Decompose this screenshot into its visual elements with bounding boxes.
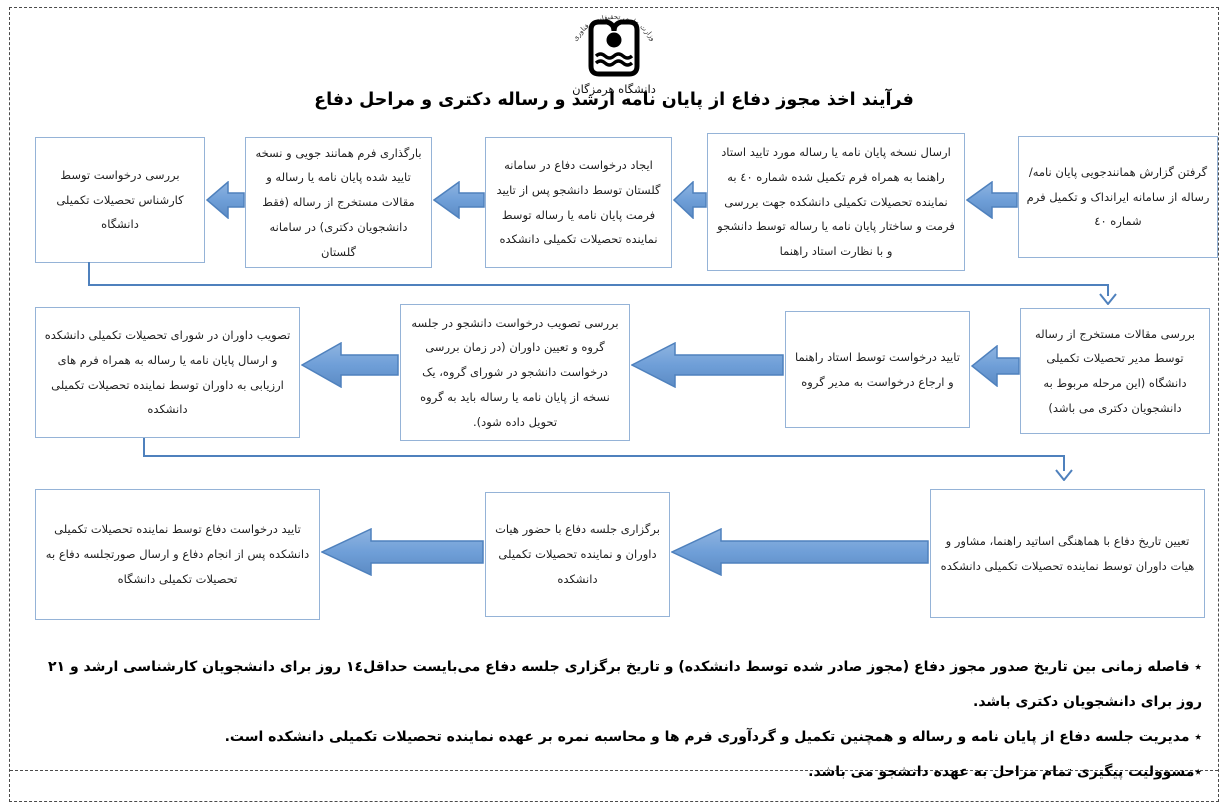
flow-step-9: تصویب داوران در شورای تحصیلات تکمیلی دان… [35, 307, 300, 438]
flow-arrow-left-4 [206, 181, 245, 219]
connector-line [1107, 284, 1109, 296]
page-bottom-divider [10, 770, 1218, 771]
flow-arrow-left-9 [321, 528, 484, 576]
flow-step-8: بررسی تصویب درخواست دانشجو در جلسه گروه … [400, 304, 630, 441]
arrow-down-icon [1099, 293, 1117, 305]
arrow-down-icon [1055, 469, 1073, 481]
flow-step-3: ایجاد درخواست دفاع در سامانه گلستان توسط… [485, 137, 672, 268]
flow-step-4: بارگذاری فرم همانند جویی و نسخه تایید شد… [245, 137, 432, 268]
connector-line [88, 262, 90, 286]
university-logo-emblem: وزارت علوم، تحقیقات و فناوری [571, 13, 657, 77]
footnote-1: ٭ فاصله زمانی بین تاریخ صدور مجوز دفاع (… [48, 659, 1202, 710]
flow-step-5: بررسی درخواست توسط کارشناس تحصیلات تکمیل… [35, 137, 205, 263]
footnotes: ٭ فاصله زمانی بین تاریخ صدور مجوز دفاع (… [30, 650, 1202, 790]
connector-line [143, 438, 145, 457]
footnote-3: ٭مسوولیت پیگیری تمام مراحل به عهده دانشج… [808, 764, 1202, 780]
flow-step-1: گرفتن گزارش همانندجویی پایان نامه/ رساله… [1018, 136, 1218, 258]
connector-line [88, 284, 1109, 286]
flow-arrow-left-8 [671, 528, 929, 576]
logo-sun [606, 32, 622, 48]
flow-step-12: تایید درخواست دفاع توسط نماینده تحصیلات … [35, 489, 320, 620]
logo-book-outline [588, 19, 640, 77]
connector-line [143, 455, 1065, 457]
university-name: دانشگاه هرمزگان [572, 82, 656, 96]
connector-line [1063, 455, 1065, 471]
flow-arrow-left-5 [971, 345, 1020, 387]
flow-step-7: تایید درخواست توسط استاد راهنما و ارجاع … [785, 311, 970, 428]
university-logo: وزارت علوم، تحقیقات و فناوری دانشگاه هرم… [539, 2, 689, 96]
flow-step-6: بررسی مقالات مستخرج از رساله توسط مدیر ت… [1020, 308, 1210, 434]
flow-arrow-left-3 [433, 181, 485, 219]
flow-arrow-left-7 [301, 342, 399, 388]
logo-wave-2 [594, 59, 634, 67]
flow-arrow-left-2 [673, 181, 707, 219]
flow-arrow-left-6 [631, 342, 784, 388]
flow-step-10: تعیین تاریخ دفاع با هماهنگی اساتید راهنم… [930, 489, 1205, 618]
flow-step-11: برگزاری جلسه دفاع با حضور هیات داوران و … [485, 492, 670, 617]
page-title: فرآیند اخذ مجوز دفاع از پایان نامه ارشد … [314, 90, 914, 110]
logo-wave-1 [594, 52, 634, 60]
footnote-2: ٭ مدیریت جلسه دفاع از پایان نامه و رساله… [224, 729, 1202, 745]
flow-arrow-left-1 [966, 181, 1018, 219]
flow-step-2: ارسال نسخه پایان نامه یا رساله مورد تایی… [707, 133, 965, 271]
